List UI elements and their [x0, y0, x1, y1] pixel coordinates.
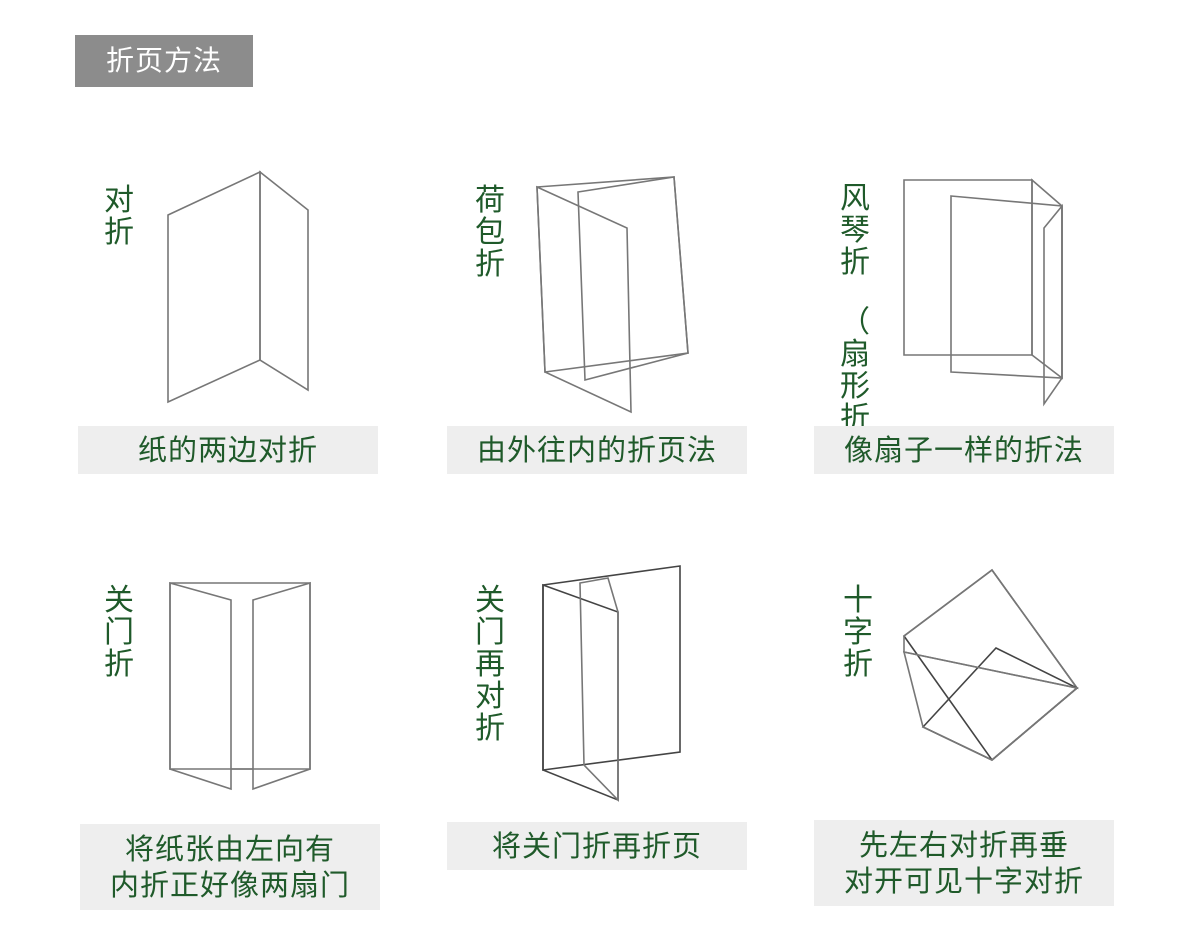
method-caption-accordion-fold: 像扇子一样的折法 [814, 426, 1114, 474]
method-caption-roll-fold: 由外往内的折页法 [447, 426, 747, 474]
method-name-cross-fold: 十字折 [843, 583, 873, 682]
method-name-roll-fold: 荷包折 [475, 183, 505, 282]
method-caption-gate-fold: 将纸张由左向有 内折正好像两扇门 [80, 824, 380, 910]
method-caption-bifold: 纸的两边对折 [78, 426, 378, 474]
section-title: 折页方法 [75, 35, 253, 87]
method-name-double-gate-fold: 关门再对折 [475, 583, 505, 746]
method-caption-double-gate-fold: 将关门折再折页 [447, 822, 747, 870]
method-name-gate-fold: 关门折 [104, 583, 134, 682]
method-caption-cross-fold: 先左右对折再垂 对开可见十字对折 [814, 820, 1114, 906]
method-name-bifold: 对折 [104, 183, 134, 250]
